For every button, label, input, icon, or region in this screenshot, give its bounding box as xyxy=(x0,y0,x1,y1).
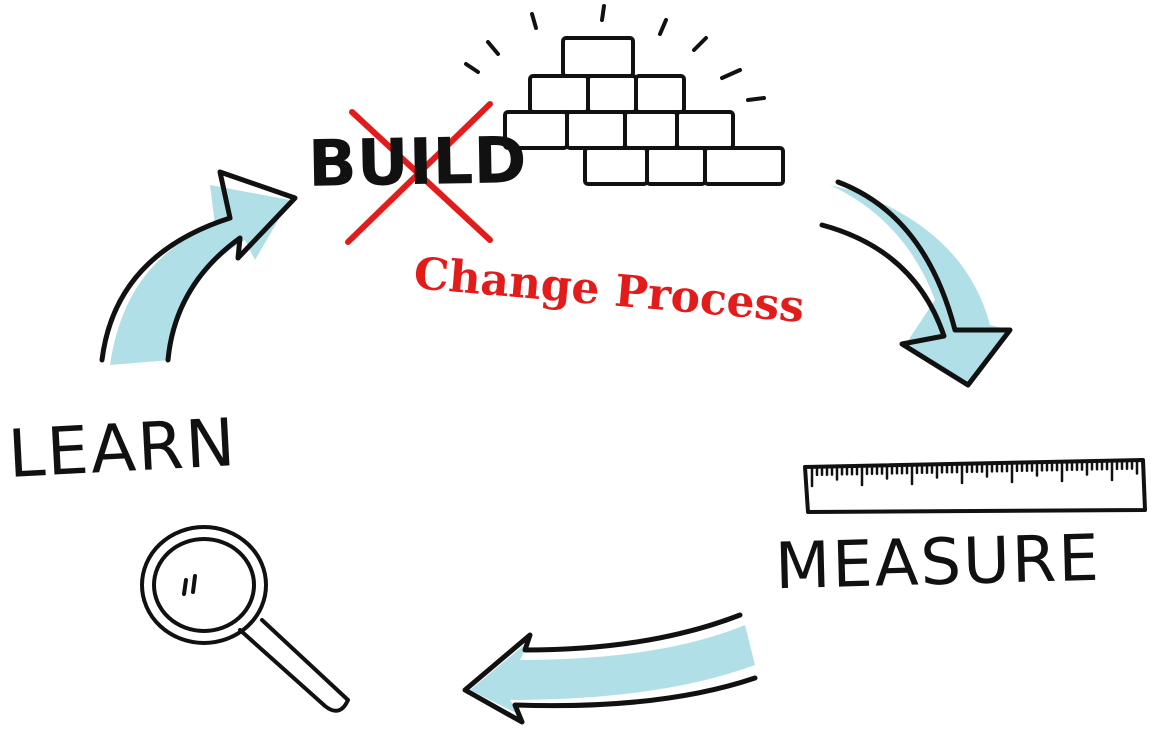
strikethrough-x-icon xyxy=(345,101,493,245)
arrow-measure-to-learn xyxy=(462,612,758,725)
stage-label-learn: LEARN xyxy=(6,404,239,493)
arrow-build-to-measure xyxy=(819,179,1013,388)
ruler-icon xyxy=(803,458,1147,514)
stage-label-build: BUILD xyxy=(307,124,528,202)
brick-wall-icon xyxy=(464,4,785,186)
arrow-learn-to-build xyxy=(99,169,298,365)
magnifying-glass-icon xyxy=(140,525,350,713)
stage-label-measure: MEASURE xyxy=(774,521,1102,605)
